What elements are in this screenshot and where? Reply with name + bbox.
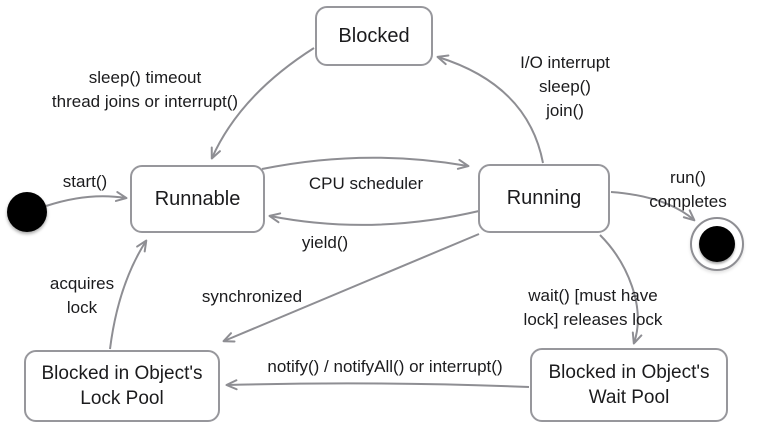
edge-running-to-final bbox=[610, 191, 696, 222]
final-state-node bbox=[690, 217, 744, 271]
label-sleep-timeout-thread-joins: sleep() timeout thread joins or interrup… bbox=[51, 68, 239, 111]
label-acquires-lock: acquires lock bbox=[49, 274, 115, 317]
edge-runnable-to-running bbox=[261, 156, 470, 170]
edge-running-to-blocked bbox=[436, 54, 544, 164]
label-run-completes: run() completes bbox=[649, 168, 727, 211]
edge-start-to-runnable bbox=[45, 191, 128, 207]
edge-lockpool-to-runnable bbox=[109, 239, 148, 350]
edge-blocked-to-runnable bbox=[210, 47, 315, 160]
label-yield: yield() bbox=[301, 233, 349, 252]
label-wait-must-have-lock: wait() [must have lock] releases lock bbox=[523, 286, 663, 329]
state-running: Running bbox=[478, 164, 610, 233]
edge-running-to-waitpool bbox=[599, 234, 643, 345]
edge-running-to-runnable bbox=[268, 210, 480, 226]
label-synchronized: synchronized bbox=[201, 287, 303, 306]
edge-waitpool-to-lockpool bbox=[225, 379, 530, 391]
state-blocked: Blocked bbox=[315, 6, 433, 66]
initial-state-node bbox=[7, 192, 47, 232]
state-blocked-in-lock-pool: Blocked in Object's Lock Pool bbox=[24, 350, 220, 422]
label-io-interrupt-sleep-join: I/O interrupt sleep() join() bbox=[520, 53, 610, 120]
label-start: start() bbox=[62, 172, 108, 191]
label-notify-notifyall-interrupt: notify() / notifyAll() or interrupt() bbox=[267, 357, 503, 376]
state-blocked-in-wait-pool: Blocked in Object's Wait Pool bbox=[530, 348, 728, 422]
final-state-inner-dot bbox=[699, 226, 735, 262]
edge-running-to-lockpool bbox=[222, 233, 480, 343]
state-runnable: Runnable bbox=[130, 165, 265, 233]
label-cpu-scheduler: CPU scheduler bbox=[308, 174, 424, 193]
